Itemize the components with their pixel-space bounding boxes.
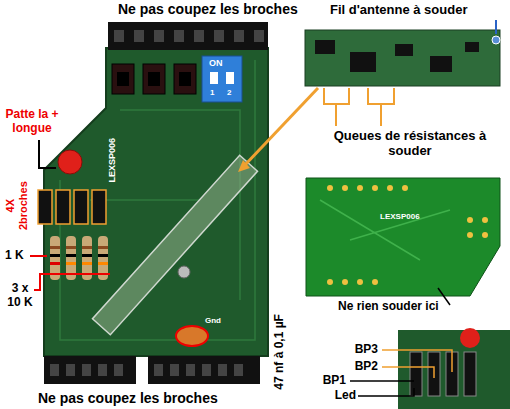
leader-line bbox=[39, 140, 56, 168]
dip-lever bbox=[210, 72, 218, 84]
detail-photo bbox=[398, 330, 510, 409]
pin-name: Led bbox=[335, 389, 356, 403]
antenna-pad bbox=[492, 36, 500, 44]
dip-switch bbox=[202, 56, 242, 102]
leader-line bbox=[34, 274, 110, 290]
silkscreen-text: ON bbox=[209, 58, 223, 68]
header-connector bbox=[44, 356, 136, 384]
silkscreen-text: LEXSP006 bbox=[107, 138, 117, 183]
header-pins bbox=[50, 364, 243, 376]
pin-headers bbox=[410, 352, 476, 396]
solder-pads bbox=[327, 185, 488, 285]
pin-name: BP3 bbox=[355, 343, 378, 357]
arrow-head bbox=[238, 160, 250, 172]
leader-line bbox=[350, 380, 414, 382]
callout-label: Patte la + longue bbox=[2, 108, 62, 136]
leader-line bbox=[495, 20, 497, 34]
leader-line bbox=[358, 388, 414, 396]
leader-line bbox=[382, 350, 452, 372]
header-connector bbox=[148, 356, 260, 384]
silkscreen-text: LEXSP006 bbox=[380, 212, 420, 221]
rf-components bbox=[315, 40, 479, 72]
dip-lever bbox=[226, 72, 234, 84]
led bbox=[460, 328, 480, 348]
callout-label: 4X 2broches bbox=[4, 175, 29, 237]
pcb-board bbox=[44, 48, 268, 356]
capacitor bbox=[176, 326, 208, 346]
heading-note: Ne pas coupez les broches bbox=[118, 1, 298, 17]
value-label: 47 nf à 0,1 µF bbox=[273, 314, 287, 390]
callout-label: Fil d'antenne à souder bbox=[330, 3, 467, 18]
silkscreen-text: 2 bbox=[227, 88, 231, 97]
leader-bracket bbox=[324, 88, 394, 104]
callout-label: Queues de résistances à souder bbox=[330, 129, 490, 159]
heading-note: Ne pas coupez les broches bbox=[38, 390, 218, 406]
pin-name: BP2 bbox=[355, 360, 378, 374]
header-pins bbox=[114, 30, 264, 42]
leader-arrow bbox=[244, 88, 318, 166]
callout-label: Ne rien souder ici bbox=[338, 300, 439, 314]
pcb-traces bbox=[320, 200, 450, 260]
rf-module-mounted bbox=[92, 155, 257, 335]
leader-line bbox=[30, 255, 47, 257]
silkscreen-text: 1 bbox=[210, 88, 214, 97]
crystal bbox=[178, 266, 190, 278]
value-label: 3 x 10 K bbox=[4, 282, 36, 310]
pin-name: BP1 bbox=[323, 374, 346, 388]
leader-line bbox=[382, 367, 434, 378]
bare-pcb bbox=[306, 178, 500, 296]
silkscreen-text: Gnd bbox=[205, 316, 221, 325]
pin-headers bbox=[38, 190, 106, 224]
push-buttons bbox=[112, 64, 196, 94]
led bbox=[58, 150, 82, 174]
header-connector bbox=[108, 22, 268, 50]
rf-module bbox=[305, 30, 500, 86]
leader-line bbox=[438, 288, 450, 305]
leader-line bbox=[336, 104, 381, 126]
value-label: 1 K bbox=[5, 249, 24, 263]
